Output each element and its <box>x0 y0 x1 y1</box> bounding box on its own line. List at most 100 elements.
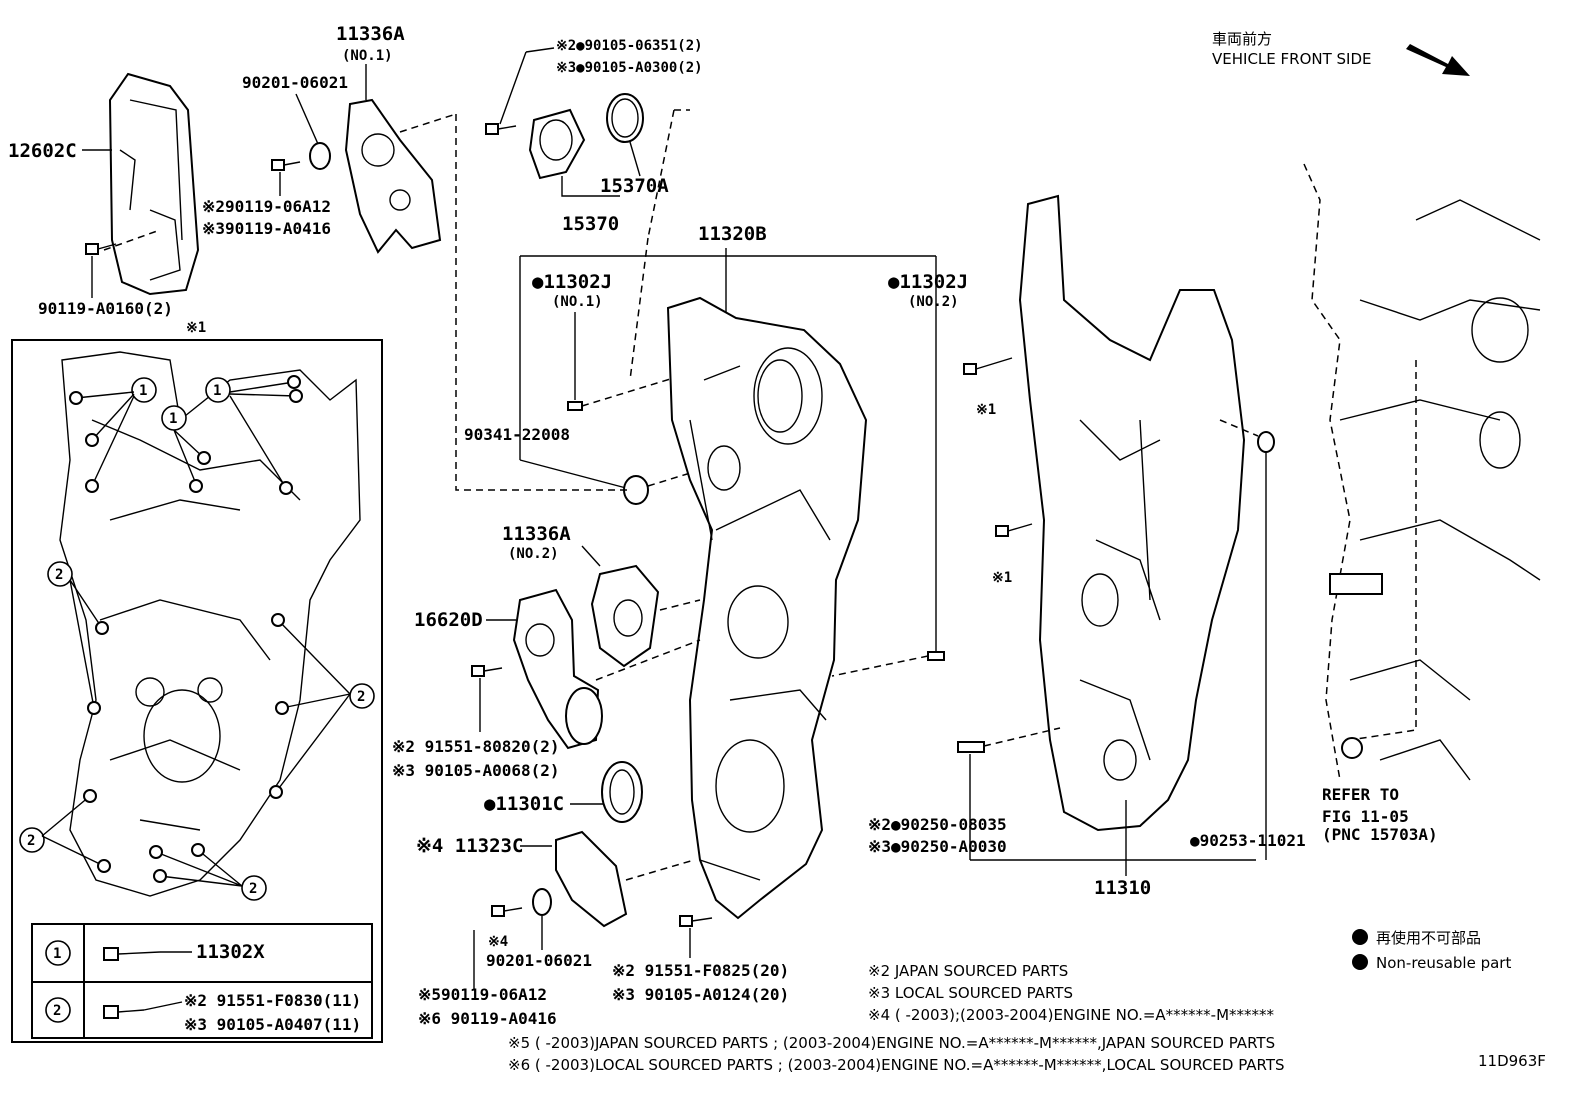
label-90250-A0030: ※3●90250-A0030 <box>868 837 1007 856</box>
refer-line-3: (PNC 15703A) <box>1322 825 1438 844</box>
label-90105-A0124: ※3 90105-A0124(20) <box>612 985 789 1004</box>
dowel-icon <box>957 741 985 753</box>
note-5: ※5 ( -2003)JAPAN SOURCED PARTS ; (2003-2… <box>508 1034 1275 1052</box>
part-16620D-tensioner <box>512 588 603 750</box>
engine-block <box>1303 163 1541 781</box>
plug-icon <box>623 475 649 505</box>
bolt-icon <box>491 905 523 917</box>
dash-line <box>831 655 929 677</box>
dash-line <box>647 469 701 487</box>
dash-line <box>103 229 161 251</box>
pin-icon <box>567 401 583 411</box>
label-15370A: 15370A <box>600 175 669 197</box>
leader <box>525 47 555 53</box>
label-90119-06A12-b: ※590119-06A12 <box>418 985 547 1004</box>
label-90341-22008: 90341-22008 <box>464 425 570 444</box>
bolt-icon <box>963 357 1013 375</box>
label-12602C: 12602C <box>8 140 77 162</box>
callout-1-label: 1 <box>139 383 147 399</box>
label-11302J-no1-sub: (NO.1) <box>552 294 603 310</box>
dash-line <box>659 599 701 611</box>
callout-2-label: 2 <box>27 833 35 849</box>
washer-icon <box>532 888 552 916</box>
dash-line <box>983 727 1061 747</box>
vehicle-front-jp: 車両前方 <box>1212 30 1272 48</box>
refer-line-2: FIG 11-05 <box>1322 807 1409 826</box>
dash-frame <box>455 114 632 491</box>
bolt-icon <box>471 665 503 677</box>
label-90201-06021-bottom: 90201-06021 <box>486 951 592 970</box>
plug-icon <box>1341 737 1363 759</box>
figure-id: 11D963F <box>1478 1052 1546 1070</box>
callout-2-label: 2 <box>55 567 63 583</box>
bolt-icon <box>103 1005 119 1019</box>
label-90119-A0160: 90119-A0160(2) <box>38 299 173 318</box>
dash-line <box>399 113 457 133</box>
part-15370A-oring <box>606 93 644 143</box>
label-15370: 15370 <box>562 213 619 235</box>
inset-gasket-outline <box>59 351 361 897</box>
bolt-icon <box>271 159 301 171</box>
table-row2-part-a: ※2 91551-F0830(11) <box>184 991 361 1010</box>
part-15370-bearing <box>528 108 586 180</box>
non-reusable-dot-icon <box>1352 954 1368 970</box>
label-11336A-no1-sub: (NO.1) <box>342 48 393 64</box>
dash-line <box>1219 419 1259 437</box>
bolt-icon <box>85 243 117 255</box>
part-11310-plate <box>1018 194 1246 832</box>
label-90119-A0416: ※390119-A0416 <box>202 219 331 238</box>
label-90119-06A12: ※290119-06A12 <box>202 197 331 216</box>
leader <box>499 51 527 125</box>
label-90119-A0416-b: ※6 90119-A0416 <box>418 1009 557 1028</box>
dash-line <box>581 375 681 407</box>
note-4: ※4 ( -2003);(2003-2004)ENGINE NO.=A*****… <box>868 1006 1275 1024</box>
label-11310: 11310 <box>1094 877 1151 899</box>
callout-1-label: 1 <box>169 411 177 427</box>
part-11336A-no2-idler <box>590 564 660 668</box>
note-2: ※2 JAPAN SOURCED PARTS <box>868 962 1068 980</box>
part-12602C-cover <box>108 72 200 296</box>
leader <box>581 545 601 567</box>
callout-2-label: 2 <box>249 881 257 897</box>
part-11320B-timing-cover <box>666 296 868 920</box>
inset-bolt-table: 1 2 11302X ※2 91551-F0830(11) ※3 90105-A… <box>31 923 373 1039</box>
bolt-icon <box>103 947 119 961</box>
part-11323C-cover <box>555 830 628 928</box>
label-91551-F0825: ※2 91551-F0825(20) <box>612 961 789 980</box>
legend-jp: 再使用不可部品 <box>1376 929 1481 947</box>
callout-1-label: 1 <box>213 383 221 399</box>
bolt-icon <box>679 915 713 927</box>
mark-note-4: ※4 <box>488 934 508 950</box>
dash-line <box>629 237 649 381</box>
leader <box>561 176 620 197</box>
label-16620D: 16620D <box>414 609 483 631</box>
inset-frame <box>11 339 383 1043</box>
label-91551-80820: ※2 91551-80820(2) <box>392 737 560 756</box>
callout-2-label: 2 <box>357 689 365 705</box>
bolt-icon <box>995 523 1033 537</box>
note-3: ※3 LOCAL SOURCED PARTS <box>868 984 1073 1002</box>
label-90253-11021: ●90253-11021 <box>1190 831 1306 850</box>
refer-line-1: REFER TO <box>1322 785 1399 804</box>
part-11336A-no1-bracket <box>344 98 442 254</box>
vehicle-front-arrow-icon <box>1406 44 1470 76</box>
note-6: ※6 ( -2003)LOCAL SOURCED PARTS ; (2003-2… <box>508 1056 1285 1074</box>
label-11320B: 11320B <box>698 223 767 245</box>
label-11302J-no1: ●11302J <box>532 271 612 293</box>
mark-note-1-a: ※1 <box>976 402 996 418</box>
label-11336A-no2: 11336A <box>502 523 571 545</box>
non-reusable-dot-icon <box>1352 929 1368 945</box>
pin-icon <box>927 651 945 661</box>
table-row1-part: 11302X <box>196 941 265 963</box>
inset-callout-group-1: 1 1 1 <box>69 375 303 495</box>
label-90105-A0068: ※3 90105-A0068(2) <box>392 761 560 780</box>
washer-icon <box>309 142 331 170</box>
label-11302J-no2-sub: (NO.2) <box>908 294 959 310</box>
label-90105-06351: ※2●90105-06351(2) <box>556 38 703 54</box>
label-11301C: ●11301C <box>484 793 564 815</box>
table-row2-callout: 2 <box>53 1003 61 1019</box>
mark-note-1-b: ※1 <box>992 570 1012 586</box>
label-11336A-no2-sub: (NO.2) <box>508 546 559 562</box>
label-11323C: ※4 11323C <box>416 835 523 857</box>
